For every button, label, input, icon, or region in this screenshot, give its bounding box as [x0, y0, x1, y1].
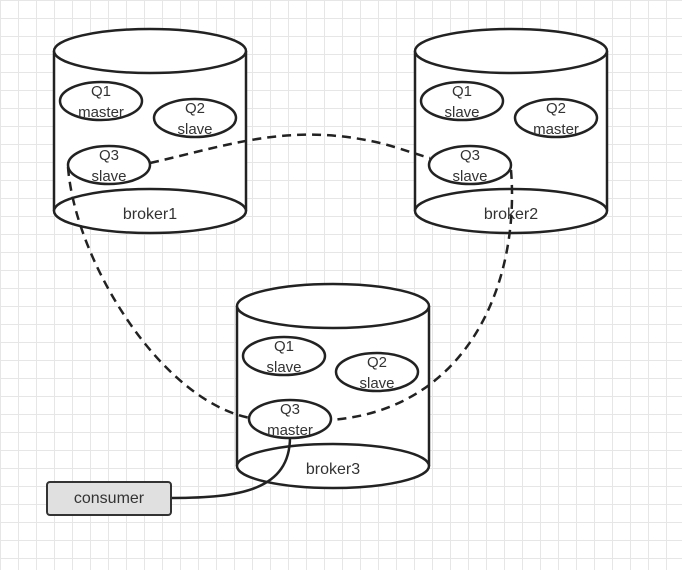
broker1-q2-slave-node: Q2 slave [152, 97, 238, 139]
node-name: Q1 [91, 83, 111, 100]
broker2-q1-slave-node: Q1 slave [419, 80, 505, 122]
broker2-label: broker2 [484, 206, 538, 223]
node-name: Q3 [280, 401, 300, 418]
broker2-q3-slave-node: Q3 slave [427, 144, 513, 186]
node-name: Q1 [274, 338, 294, 355]
broker1-q1-master-node: Q1 master [58, 80, 144, 122]
node-role: slave [266, 359, 301, 376]
broker3-q2-slave-node: Q2 slave [334, 351, 420, 393]
broker3-label: broker3 [306, 461, 360, 478]
broker3-q1-slave-node: Q1 slave [241, 335, 327, 377]
node-name: Q2 [185, 100, 205, 117]
broker2-cylinder: broker2 [413, 27, 609, 235]
node-name: Q2 [367, 354, 387, 371]
link-broker2-q3-to-broker3-q3 [329, 169, 514, 422]
node-role: slave [177, 121, 212, 138]
node-role: slave [444, 104, 479, 121]
broker1-label: broker1 [123, 206, 177, 223]
link-broker3-q3-to-consumer [171, 436, 292, 500]
consumer-label: consumer [73, 489, 145, 507]
consumer-box: consumer [46, 481, 172, 516]
node-role: master [78, 104, 124, 121]
node-name: Q2 [546, 100, 566, 117]
node-name: Q3 [99, 147, 119, 164]
node-role: slave [91, 168, 126, 185]
node-role: master [267, 422, 313, 439]
node-role: slave [452, 168, 487, 185]
broker1-q3-slave-node: Q3 slave [66, 144, 152, 186]
broker2-q2-master-node: Q2 master [513, 97, 599, 139]
node-name: Q1 [452, 83, 472, 100]
link-broker1-q3-to-broker2-q3 [149, 133, 431, 165]
node-role: slave [359, 375, 394, 392]
node-role: master [533, 121, 579, 138]
broker3-q3-master-node: Q3 master [247, 398, 333, 440]
link-broker1-q3-to-broker3-q3 [66, 166, 251, 420]
node-name: Q3 [460, 147, 480, 164]
